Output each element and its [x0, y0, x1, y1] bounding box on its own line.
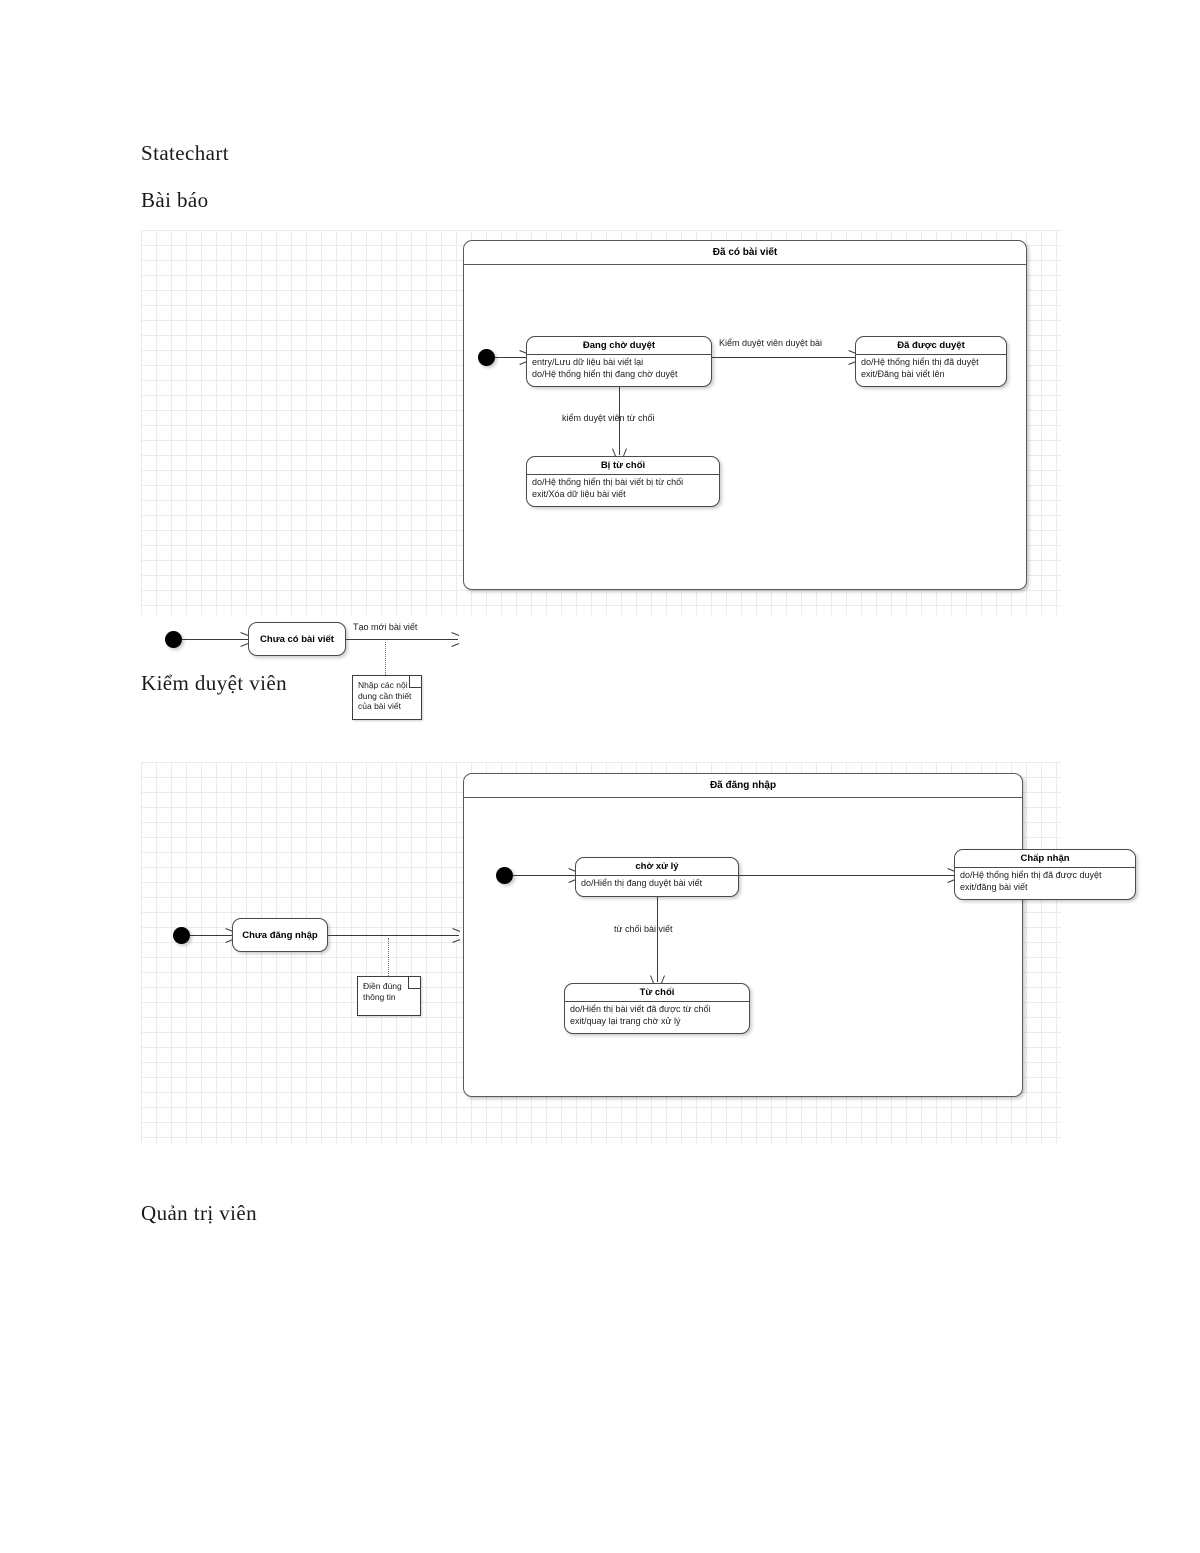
- connector-tu-choi-bai-viet: [657, 897, 658, 982]
- state-activity-line: exit/đăng bài viết: [960, 881, 1028, 892]
- arrowhead-to-chua-co-bai-viet: [240, 635, 248, 644]
- note-anchor-line: [385, 642, 386, 675]
- statechart-diagram-kiem-duyet-vien: Chưa đăng nhập Điền đúng thông tin Đã đă…: [141, 762, 1136, 1144]
- transition-label-kiem-duyet-vien-duyet-bai: Kiểm duyệt viên duyệt bài: [719, 338, 823, 348]
- note-anchor-line: [388, 938, 389, 976]
- connector-inner-initial-to-dang-cho-duyet: [495, 357, 526, 358]
- state-tu-choi[interactable]: Từ chối do/Hiển thị bài viết đã được từ …: [564, 983, 750, 1034]
- arrowhead-to-da-dang-nhap: [452, 931, 460, 940]
- state-name: Chấp nhận: [955, 850, 1135, 868]
- state-chua-dang-nhap[interactable]: Chưa đăng nhập: [232, 918, 328, 952]
- state-activity-line: exit/Đăng bài viết lên: [861, 368, 945, 379]
- state-activity-line: do/Hiển thị đang duyệt bài viết: [581, 878, 703, 888]
- inner-initial-state-node: [478, 349, 495, 366]
- state-activity-line: exit/Xóa dữ liệu bài viết: [532, 488, 626, 499]
- state-body: do/Hệ thống hiển thị bài viết bị từ chối…: [527, 475, 719, 503]
- note-line: thông tin: [363, 991, 396, 1002]
- state-name: chờ xử lý: [576, 858, 738, 876]
- state-activity-line: do/Hệ thống hiển thị đang chờ duyệt: [532, 368, 678, 379]
- state-bi-tu-choi[interactable]: Bị từ chối do/Hệ thống hiển thị bài viết…: [526, 456, 720, 507]
- connector-inner-initial-to-cho-xu-ly: [513, 875, 575, 876]
- arrowhead-tao-moi-bai-viet: [451, 635, 459, 644]
- arrowhead-tu-choi-bai-viet: [653, 975, 662, 983]
- note-fold-corner: [408, 977, 420, 989]
- state-cho-xu-ly[interactable]: chờ xử lý do/Hiển thị đang duyệt bài viế…: [575, 857, 739, 897]
- inner-initial-state-node: [496, 867, 513, 884]
- composite-state-da-co-bai-viet[interactable]: Đã có bài viết Đang chờ duyệt entry/Lưu …: [463, 240, 1027, 590]
- state-activity-line: do/Hệ thống hiển thị đã được duyệt: [960, 870, 1102, 880]
- connector-tao-moi-bai-viet: [346, 639, 458, 640]
- composite-state-da-dang-nhap[interactable]: Đã đăng nhập chờ xử lý do/Hiển thị đang …: [463, 773, 1136, 1097]
- state-name: Từ chối: [565, 984, 749, 1002]
- note-line: dung cần thiết: [358, 690, 412, 701]
- note-line: Nhập các nội: [358, 680, 408, 690]
- state-activity-line: do/Hệ thống hiển thị bài viết bị từ chối: [532, 477, 684, 487]
- state-body: do/Hiển thị bài viết đã được từ chối exi…: [565, 1002, 749, 1030]
- state-name: Bị từ chối: [527, 457, 719, 475]
- note-line: của bài viết: [358, 701, 401, 711]
- statechart-diagram-bai-bao: Chưa có bài viết Tạo mới bài viết Nhập c…: [141, 230, 1061, 720]
- connector-chua-dang-nhap-to-da-dang-nhap: [328, 935, 459, 936]
- state-name: Đã được duyệt: [856, 337, 1006, 355]
- arrowhead-kiem-duyet-vien-tu-choi: [615, 448, 624, 456]
- transition-label-kiem-duyet-vien-tu-choi: kiểm duyệt viên từ chối: [562, 413, 655, 423]
- page-title: Statechart: [141, 141, 229, 165]
- connector-initial-to-chua-dang-nhap: [190, 935, 232, 936]
- initial-state-node: [165, 631, 182, 648]
- state-activity-line: entry/Lưu dữ liệu bài viết lại: [532, 357, 644, 367]
- state-body: entry/Lưu dữ liệu bài viết lại do/Hệ thố…: [527, 355, 711, 383]
- state-name: Chưa có bài viết: [260, 633, 334, 645]
- note-line: Điền đúng: [363, 981, 402, 991]
- transition-label-tu-choi-bai-viet: từ chối bài viết: [614, 924, 673, 934]
- state-chap-nhan[interactable]: Chấp nhận do/Hệ thống hiển thị đã được d…: [954, 849, 1136, 900]
- state-body: do/Hệ thống hiển thị đã duyệt exit/Đăng …: [856, 355, 1006, 383]
- section-heading-bai-bao: Bài báo: [141, 188, 209, 212]
- connector-kiem-duyet-vien-tu-choi: [619, 387, 620, 455]
- state-body: do/Hiển thị đang duyệt bài viết: [576, 876, 738, 893]
- section-heading-quan-tri-vien: Quản trị viên: [141, 1201, 258, 1225]
- composite-state-title: Đã đăng nhập: [464, 774, 1022, 798]
- initial-state-node: [173, 927, 190, 944]
- connector-initial-to-chua-co-bai-viet: [182, 639, 248, 640]
- state-activity-line: do/Hệ thống hiển thị đã duyệt: [861, 357, 979, 367]
- note-fold-corner: [409, 676, 421, 688]
- state-name: Chưa đăng nhập: [242, 929, 318, 941]
- state-activity-line: do/Hiển thị bài viết đã được từ chối: [570, 1004, 711, 1014]
- composite-state-title: Đã có bài viết: [464, 241, 1026, 265]
- state-da-duoc-duyet[interactable]: Đã được duyệt do/Hệ thống hiển thị đã du…: [855, 336, 1007, 387]
- note-dien-dung-thong-tin: Điền đúng thông tin: [357, 976, 421, 1016]
- note-nhap-noi-dung: Nhập các nội dung cần thiết của bài viết: [352, 675, 422, 720]
- transition-label-tao-moi-bai-viet: Tạo mới bài viết: [353, 622, 418, 632]
- section-heading-kiem-duyet-vien: Kiểm duyệt viên: [141, 671, 287, 695]
- state-name: Đang chờ duyệt: [527, 337, 711, 355]
- connector-kiem-duyet-vien-duyet-bai: [712, 357, 855, 358]
- state-chua-co-bai-viet[interactable]: Chưa có bài viết: [248, 622, 346, 656]
- state-body: do/Hệ thống hiển thị đã được duyệt exit/…: [955, 868, 1135, 896]
- connector-cho-xu-ly-to-chap-nhan: [739, 875, 954, 876]
- state-activity-line: exit/quay lại trang chờ xử lý: [570, 1015, 681, 1026]
- state-dang-cho-duyet[interactable]: Đang chờ duyệt entry/Lưu dữ liệu bài viế…: [526, 336, 712, 387]
